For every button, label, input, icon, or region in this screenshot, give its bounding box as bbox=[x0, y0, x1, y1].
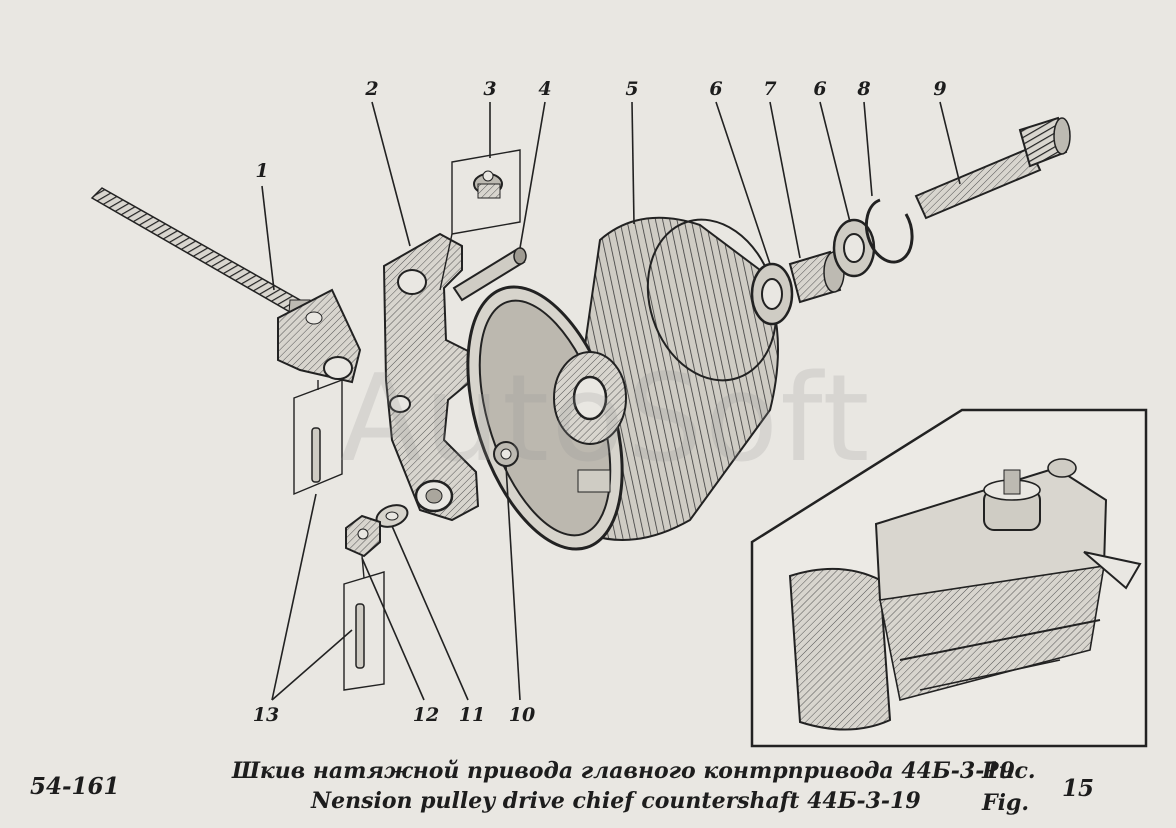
callout-11: 11 bbox=[458, 704, 486, 726]
part-1-tension-screw bbox=[90, 187, 362, 384]
part-6-bearing-left bbox=[750, 262, 794, 326]
callout-6-right: 6 bbox=[813, 78, 827, 100]
catalog-number: 54-161 bbox=[30, 773, 120, 800]
figure-title-russian: Шкив натяжной привода главного контрприв… bbox=[232, 758, 1015, 784]
part-11-washer bbox=[375, 504, 409, 528]
callout-3: 3 bbox=[483, 78, 497, 100]
callout-2: 2 bbox=[365, 78, 379, 100]
part-13-cotter-pins bbox=[293, 378, 385, 691]
part-10-bushing bbox=[493, 441, 519, 467]
part-3-grease-fitting bbox=[439, 149, 521, 291]
callout-7: 7 bbox=[763, 78, 777, 100]
part-4-pin bbox=[452, 247, 527, 302]
figure-label-russian: Рис. bbox=[982, 758, 1036, 784]
leader-lines bbox=[261, 101, 961, 701]
callout-9: 9 bbox=[933, 78, 947, 100]
callout-10: 10 bbox=[508, 704, 536, 726]
figure-label-english: Fig. bbox=[982, 790, 1030, 816]
figure-title-english: Nension pulley drive chief countershaft … bbox=[311, 788, 921, 814]
part-9-shaft bbox=[914, 116, 1071, 220]
part-8-snap-ring bbox=[864, 198, 914, 264]
callout-4: 4 bbox=[538, 78, 552, 100]
callout-12: 12 bbox=[412, 704, 440, 726]
callout-8: 8 bbox=[857, 78, 871, 100]
inset-locator-view bbox=[750, 408, 1148, 748]
callout-13: 13 bbox=[252, 704, 280, 726]
part-12-castle-nut bbox=[345, 514, 381, 558]
part-2-tension-arm bbox=[382, 232, 480, 522]
callout-5: 5 bbox=[625, 78, 639, 100]
figure-number: 15 bbox=[1062, 775, 1095, 802]
part-7-spacer-sleeve bbox=[788, 250, 845, 304]
callout-1: 1 bbox=[255, 160, 269, 182]
callout-6-left: 6 bbox=[709, 78, 723, 100]
part-5-pulley bbox=[466, 216, 779, 551]
